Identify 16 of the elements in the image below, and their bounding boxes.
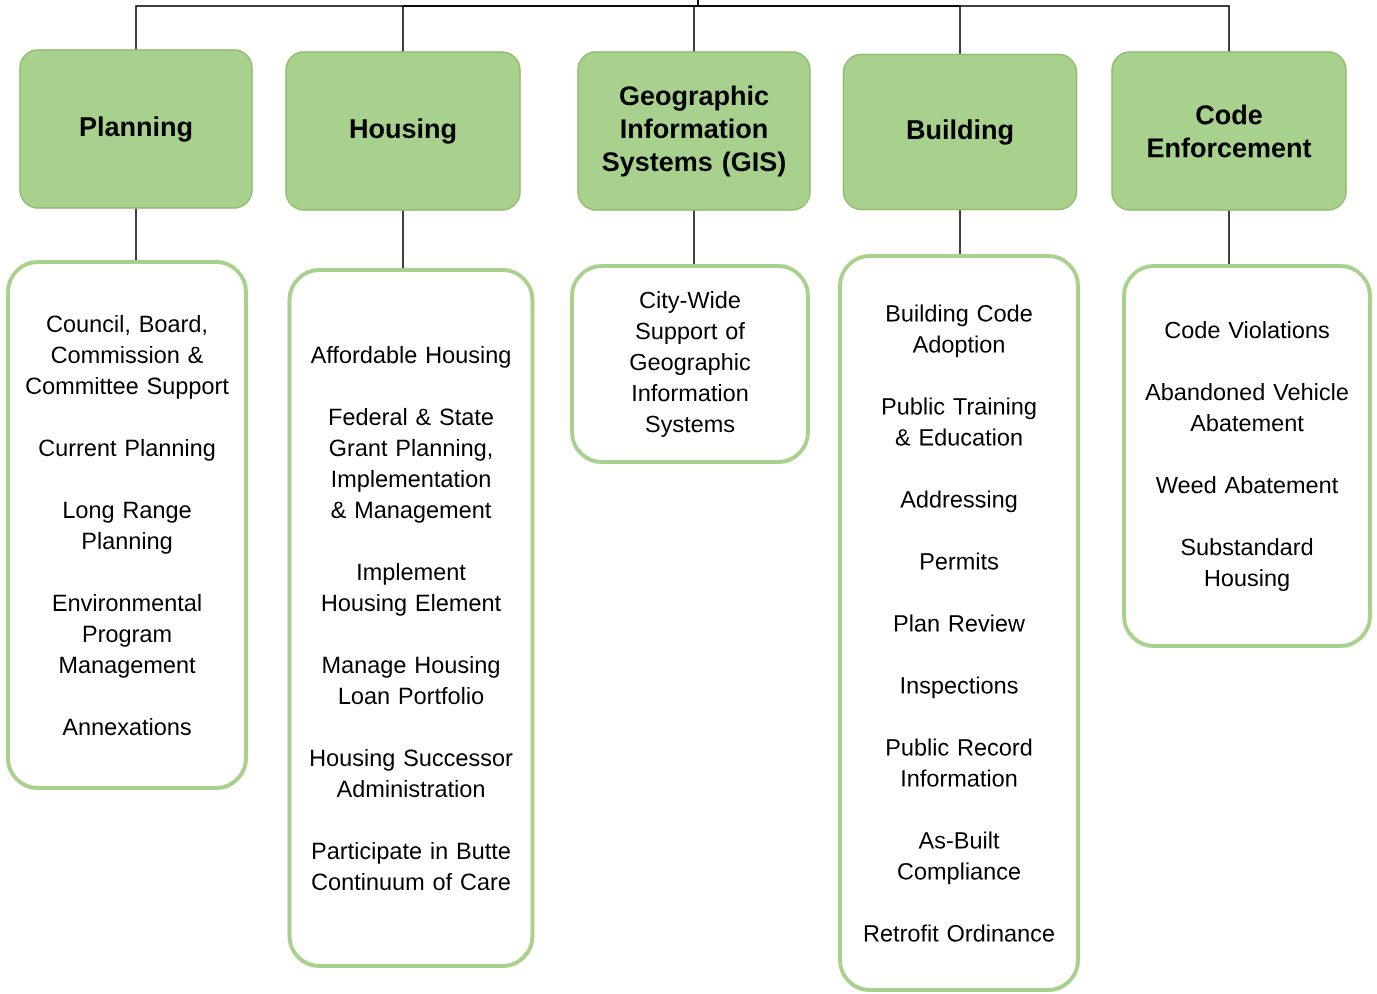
task-list-box: City-Wide Support of Geographic Information Systems [570,264,810,464]
connector-line [402,210,404,269]
connector-line [959,209,961,255]
category-box: Code Enforcement [1111,51,1347,211]
connector-line [135,208,137,261]
category-box: Housing [285,51,521,211]
task-list-box: Council, Board, Commission & Committee Support Current Planning Long Range Planning Environmental Program Management Annexations [6,260,248,790]
connector-line [1228,210,1230,265]
category-box: Geographic Information Systems (GIS) [577,51,811,211]
category-box: Building [842,53,1078,211]
connector-line [693,210,695,265]
task-list-box: Building Code Adoption Public Training & Education Addressing Permits Plan Review Inspections Public Record Information As-Built Compliance Retrofit Ordinance [838,254,1080,992]
task-list-box: Affordable Housing Federal & State Grant Planning, Implementation & Management Implement Housing Element Manage Housing Loan Portfolio Housing Successor Administration Participate in Butte Continuum of Care [287,268,535,968]
category-box: Planning [19,49,253,209]
task-list-box: Code Violations Abandoned Vehicle Abatement Weed Abatement Substandard Housing [1122,264,1372,648]
connector-line [697,0,1230,52]
